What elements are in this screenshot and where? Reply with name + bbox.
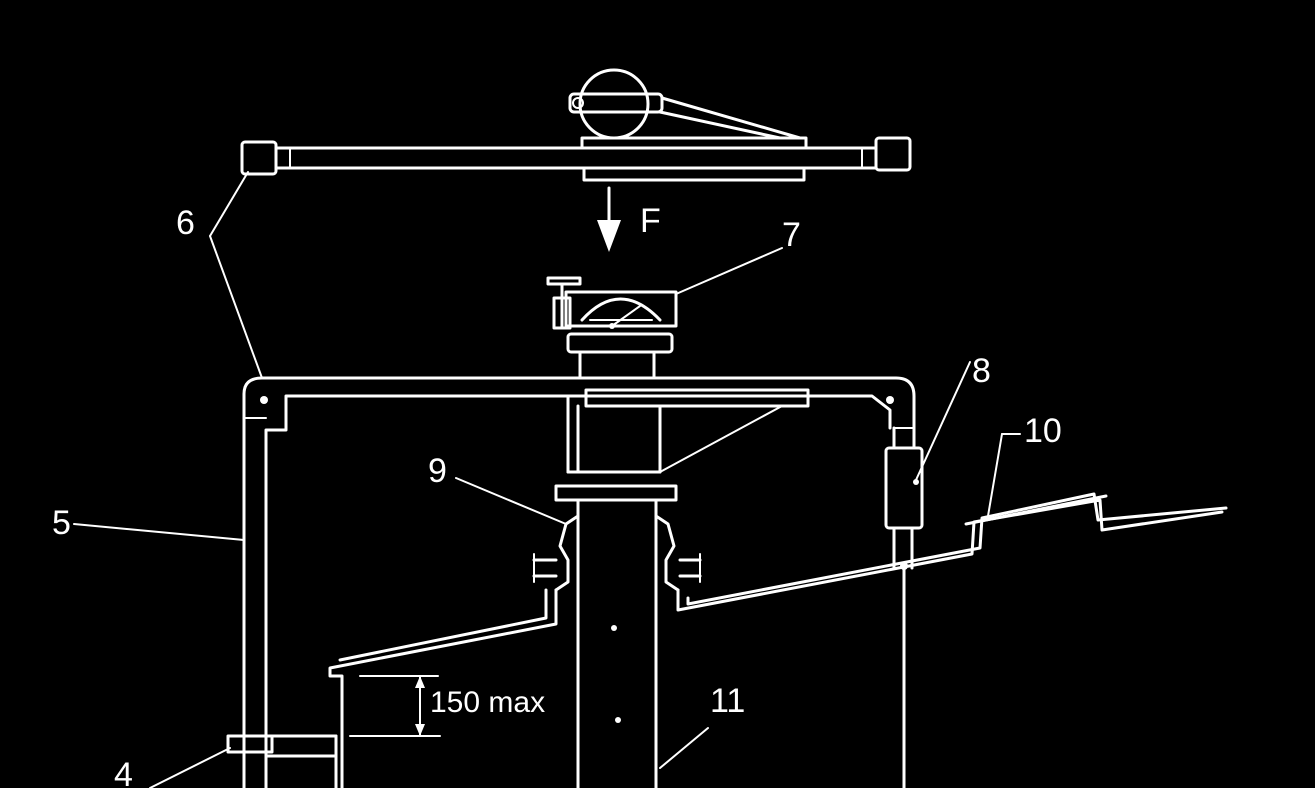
label-11: 11: [710, 682, 745, 720]
bracket: [226, 734, 338, 788]
actuator: [884, 446, 924, 570]
lifting-beam: [240, 136, 912, 182]
left-plate: [328, 588, 558, 788]
label-6: 6: [176, 204, 195, 242]
force-arrow: [597, 186, 621, 252]
frame: [242, 376, 916, 788]
leader-lines: [73, 171, 1021, 788]
force-label: F: [640, 202, 661, 240]
label-8: 8: [972, 352, 991, 390]
seal-right: [654, 514, 702, 592]
right-plate: [676, 492, 1228, 788]
seal-left: [532, 514, 580, 592]
label-5: 5: [52, 504, 71, 542]
central-post-top: [554, 388, 810, 502]
label-9: 9: [428, 452, 447, 490]
label-10: 10: [1024, 412, 1062, 450]
hook-ring: [568, 68, 802, 140]
label-7: 7: [782, 216, 801, 254]
dimension-label: 150 max: [430, 686, 545, 719]
valve-fitting: [546, 276, 678, 380]
column: [576, 498, 658, 788]
label-4: 4: [114, 756, 133, 788]
dimension-150: [349, 675, 441, 737]
